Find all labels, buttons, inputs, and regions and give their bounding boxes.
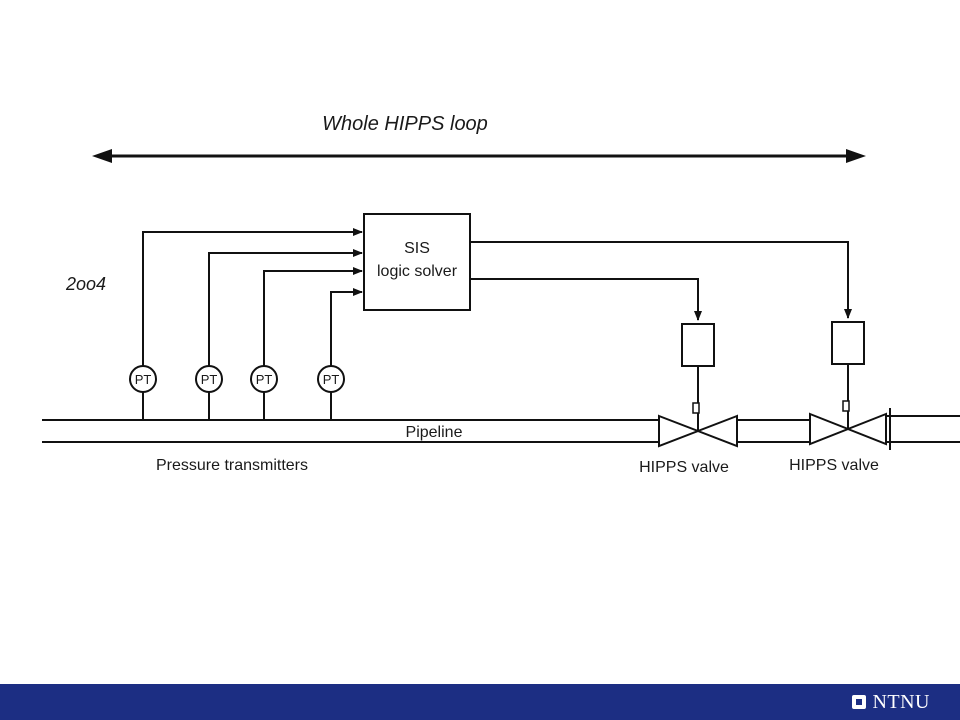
hipps-valve-label: HIPPS valve: [789, 457, 879, 474]
transmitter-label: PT: [323, 372, 340, 387]
pressure-transmitter-4: PT: [317, 365, 345, 420]
transmitter-label: PT: [135, 372, 152, 387]
transmitter-label: PT: [256, 372, 273, 387]
ntnu-logo-text: NTNU: [872, 690, 930, 713]
pipeline: [42, 408, 960, 450]
pressure-transmitter-2: PT: [195, 365, 223, 420]
loop-double-arrow: [92, 149, 866, 163]
voting-label: 2oo4: [65, 274, 106, 294]
logic-solver-line2: logic solver: [377, 263, 458, 280]
loop-label: Whole HIPPS loop: [322, 113, 488, 135]
logic-solver-line1: SIS: [404, 240, 430, 257]
hipps-valve-label: HIPPS valve: [639, 459, 729, 476]
hipps-valve-2: [809, 321, 887, 446]
pressure-transmitter-3: PT: [250, 365, 278, 420]
footer-bar: NTNU: [0, 684, 960, 720]
pressure-transmitter-1: PT: [129, 365, 157, 420]
ntnu-logo: NTNU: [852, 691, 930, 713]
transmitter-signal-lines: [142, 228, 363, 367]
hipps-valve-1: [658, 323, 738, 448]
transmitters-caption: Pressure transmitters: [156, 457, 308, 474]
solver-output-lines: [470, 241, 852, 321]
pipeline-label: Pipeline: [406, 424, 463, 441]
transmitter-label: PT: [201, 372, 218, 387]
ntnu-logo-icon: [852, 695, 867, 709]
logic-solver: SIS logic solver: [363, 213, 471, 311]
